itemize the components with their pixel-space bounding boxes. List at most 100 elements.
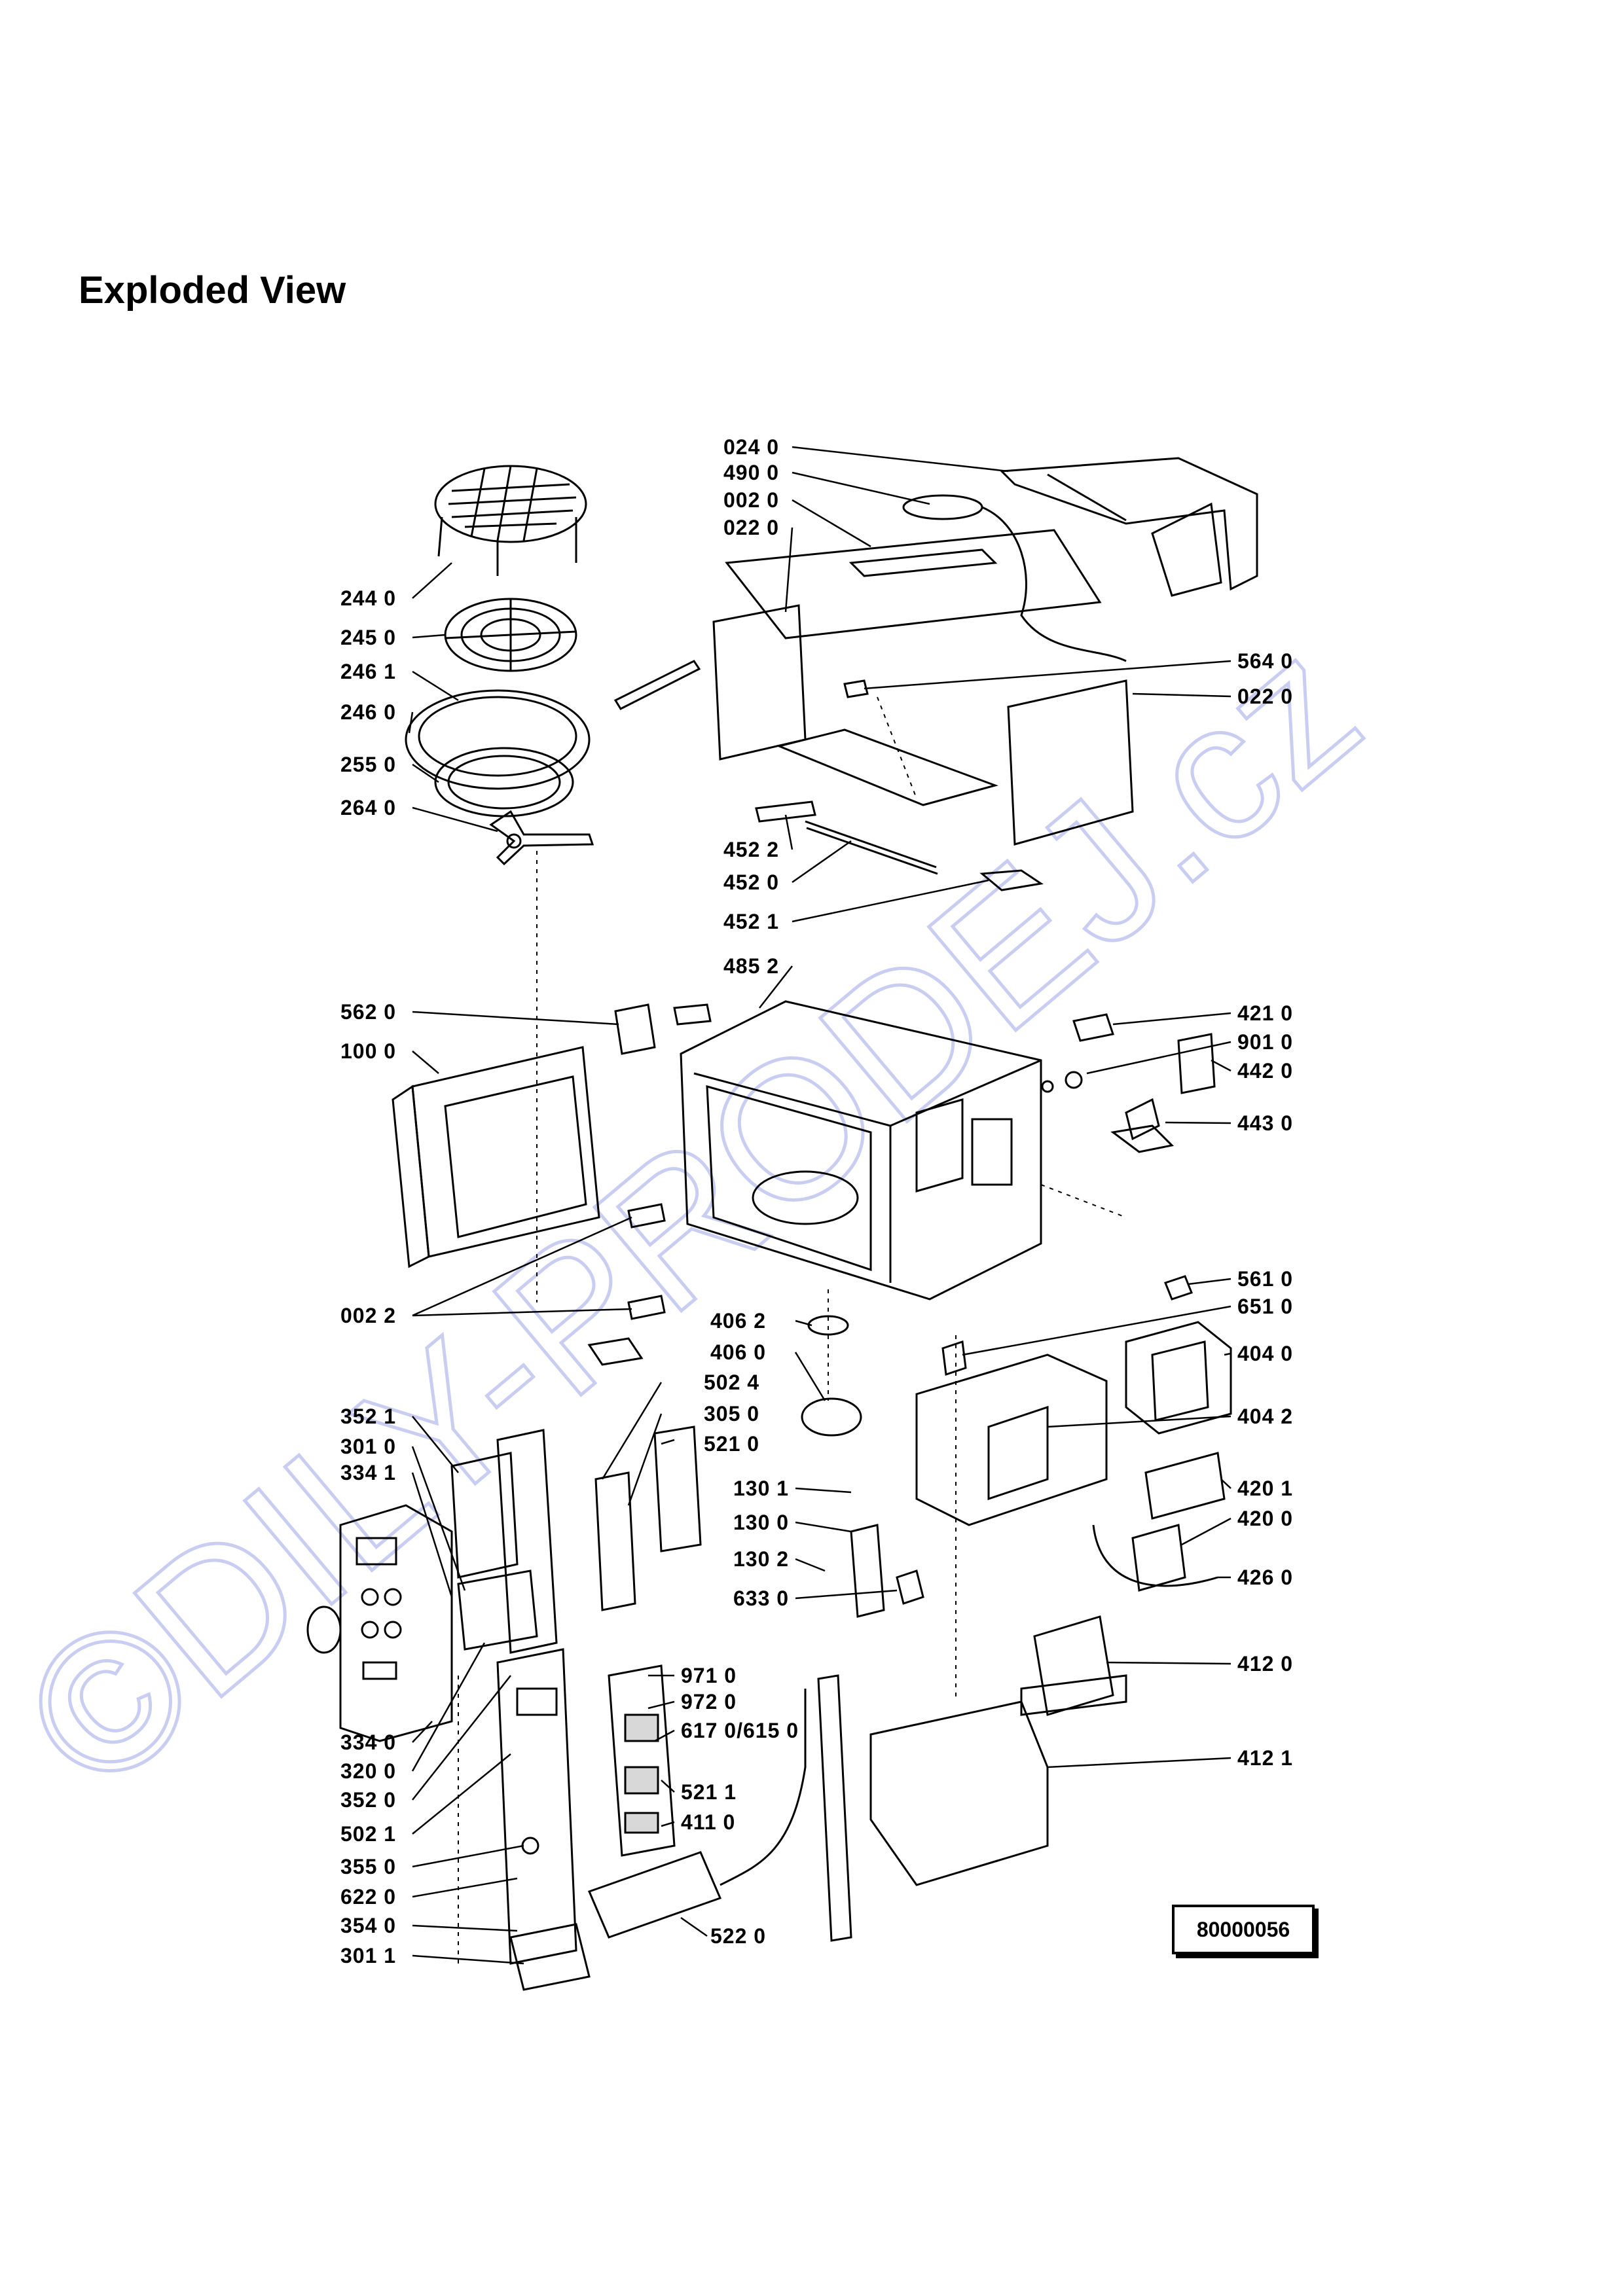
deflector-plate [776, 728, 998, 806]
diode [1092, 1524, 1218, 1587]
label-406-2: 406 2 [710, 1309, 766, 1333]
roller-coupler [489, 810, 594, 866]
latch-rod [805, 820, 937, 869]
label-972-0: 972 0 [681, 1690, 737, 1713]
transformer [1033, 1615, 1114, 1716]
turntable-motor [801, 1397, 862, 1437]
capacitor-bracket [1144, 1452, 1226, 1520]
hinge-clip [843, 679, 869, 698]
label-522-0: 522 0 [710, 1924, 766, 1948]
label-502-1: 502 1 [340, 1822, 396, 1846]
label-100-0: 100 0 [340, 1039, 396, 1063]
rack-turntable-group [405, 465, 701, 866]
label-245-0: 245 0 [340, 626, 396, 649]
outer-cover [999, 457, 1258, 591]
label-485-2: 485 2 [723, 954, 779, 978]
tray-handle [613, 660, 701, 710]
label-562-0: 562 0 [340, 1000, 396, 1024]
label-244-0: 244 0 [340, 586, 396, 610]
side-plate-right [1007, 679, 1134, 846]
label-651-0: 651 0 [1237, 1295, 1293, 1318]
label-404-0: 404 0 [1237, 1342, 1293, 1365]
labels-left: 244 0 245 0 246 1 246 0 255 0 264 0 562 … [340, 586, 396, 1967]
label-246-1: 246 1 [340, 660, 396, 683]
oven-cavity [680, 1000, 1042, 1300]
side-plate-left [712, 604, 807, 761]
label-502-4: 502 4 [704, 1371, 759, 1394]
label-320-0: 320 0 [340, 1759, 396, 1783]
label-022-0: 022 0 [723, 516, 779, 539]
label-617-0-615-0: 617 0/615 0 [681, 1719, 799, 1742]
label-334-1: 334 1 [340, 1461, 396, 1484]
keypad-board-352-1 [450, 1452, 519, 1579]
label-561-0: 561 0 [1237, 1267, 1293, 1291]
label-334-0: 334 0 [340, 1731, 396, 1754]
label-024-0: 024 0 [723, 435, 779, 459]
wire-loop [902, 494, 983, 520]
label-452-2: 452 2 [723, 838, 779, 861]
label-622-0: 622 0 [340, 1885, 396, 1909]
label-255-0: 255 0 [340, 753, 396, 776]
labels-right: 564 0 022 0 421 0 901 0 442 0 443 0 561 … [1237, 649, 1293, 1770]
label-421-0: 421 0 [1237, 1001, 1293, 1025]
switch-301-1 [509, 1923, 591, 1991]
thermal-651 [941, 1340, 967, 1376]
label-426-0: 426 0 [1237, 1566, 1293, 1589]
top-plate [725, 529, 1102, 639]
transformer-shield [869, 1700, 1049, 1886]
control-knob [306, 1605, 342, 1654]
label-443-0: 443 0 [1237, 1111, 1293, 1135]
label-452-1: 452 1 [723, 910, 779, 933]
roller-ring [434, 747, 574, 817]
page-title: Exploded View [79, 269, 346, 312]
label-521-0: 521 0 [704, 1432, 759, 1456]
label-490-0: 490 0 [723, 461, 779, 484]
control-panel-fascia [339, 1504, 453, 1742]
label-354-0: 354 0 [340, 1914, 396, 1937]
switch-holder [594, 1471, 636, 1611]
display-board [496, 1429, 558, 1654]
filter-cable [720, 1689, 807, 1886]
label-442-0: 442 0 [1237, 1059, 1293, 1083]
magnetron [1125, 1321, 1232, 1435]
main-board-352-0 [496, 1648, 577, 1965]
label-352-1: 352 1 [340, 1405, 396, 1428]
label-022-0-right: 022 0 [1237, 685, 1293, 708]
label-564-0: 564 0 [1237, 649, 1293, 673]
label-002-0: 002 0 [723, 488, 779, 512]
label-404-2: 404 2 [1237, 1405, 1293, 1428]
label-412-1: 412 1 [1237, 1746, 1293, 1770]
label-411-0: 411 0 [681, 1810, 735, 1834]
fuse-633 [896, 1570, 924, 1605]
label-521-1: 521 1 [681, 1780, 737, 1804]
thermostat-421 [1072, 1013, 1114, 1042]
label-130-0: 130 0 [733, 1511, 789, 1534]
label-352-0: 352 0 [340, 1788, 396, 1812]
label-002-2: 002 2 [340, 1304, 396, 1327]
labels-middle: 406 2 406 0 502 4 305 0 521 0 130 1 130 … [681, 1309, 799, 1948]
label-130-1: 130 1 [733, 1477, 789, 1500]
fan-bracket-442 [1177, 1033, 1216, 1094]
label-452-0: 452 0 [723, 870, 779, 894]
coupler-406-2 [807, 1315, 849, 1336]
glass-tray [405, 689, 591, 790]
label-301-1: 301 1 [340, 1944, 396, 1967]
clip-561 [1164, 1275, 1193, 1300]
door-switch-assembly [850, 1524, 885, 1618]
label-130-2: 130 2 [733, 1547, 789, 1571]
hv-group [869, 1275, 1232, 1886]
labels-top-center: 024 0 490 0 002 0 022 0 452 2 452 0 452 … [723, 435, 779, 978]
label-246-0: 246 0 [340, 700, 396, 724]
cover-group [712, 457, 1258, 891]
label-355-0: 355 0 [340, 1855, 396, 1878]
label-305-0: 305 0 [704, 1402, 759, 1426]
relay-board [608, 1664, 676, 1857]
base-bracket-404-2 [915, 1354, 1108, 1526]
contact-plate-upper [627, 1203, 666, 1229]
leader-lines [408, 446, 1231, 1965]
drawing-code-box: 80000056 [1172, 1905, 1315, 1954]
label-633-0: 633 0 [733, 1587, 789, 1610]
label-420-1: 420 1 [1237, 1477, 1293, 1500]
